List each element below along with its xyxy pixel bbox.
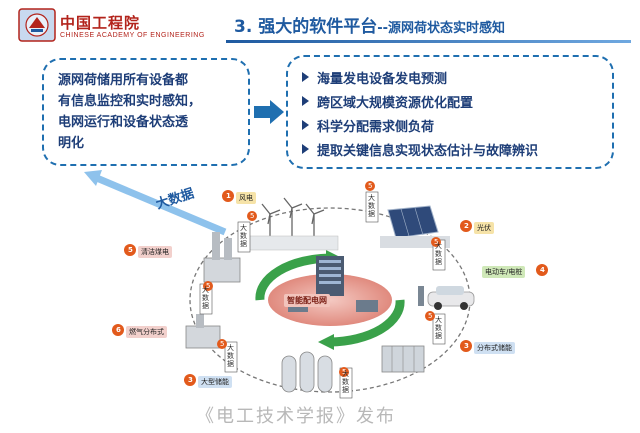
gas-plant-icon bbox=[185, 314, 221, 349]
capability-text: 跨区域大规模资源优化配置 bbox=[317, 95, 474, 111]
node-badges bbox=[112, 190, 548, 386]
org-name-en: CHINESE ACADEMY OF ENGINEERING bbox=[60, 32, 205, 39]
node-label-dist-storage: 分布式储能 bbox=[474, 342, 515, 354]
org-name-cn: 中国工程院 bbox=[60, 14, 141, 32]
bigdata-tag: 大数据 bbox=[240, 224, 247, 248]
academy-logo: 中国工程院 CHINESE ACADEMY OF ENGINEERING bbox=[18, 8, 218, 48]
bigdata-tag: 大数据 bbox=[435, 316, 442, 340]
node-badge-number: 3 bbox=[188, 376, 193, 384]
ring-badge-number: 5 bbox=[428, 312, 433, 320]
datacenter-building-icon bbox=[316, 256, 344, 296]
ring-badge-number: 5 bbox=[250, 212, 255, 220]
center-pad bbox=[268, 274, 392, 326]
node-label-coal: 清洁煤电 bbox=[138, 246, 172, 258]
coal-plant-icon bbox=[203, 232, 241, 283]
node-label-ev: 电动车/电桩 bbox=[482, 266, 526, 278]
bigdata-tag: 大数据 bbox=[227, 344, 234, 368]
ring-badge-number: 5 bbox=[206, 282, 211, 290]
storage-tank-icon bbox=[281, 351, 333, 393]
triangle-bullet-icon bbox=[302, 72, 309, 82]
capabilities-box: 海量发电设备发电预测 跨区域大规模资源优化配置 科学分配需求侧负荷 提取关键信息… bbox=[286, 55, 614, 169]
capability-item: 提取关键信息实现状态估计与故障辨识 bbox=[302, 137, 612, 161]
ring-badge-number: 5 bbox=[434, 238, 439, 246]
capability-item: 海量发电设备发电预测 bbox=[302, 65, 612, 89]
capability-item: 跨区域大规模资源优化配置 bbox=[302, 89, 612, 113]
capability-text: 提取关键信息实现状态估计与故障辨识 bbox=[317, 143, 539, 159]
ring-badge-number: 5 bbox=[368, 182, 373, 190]
ring-badge-number: 5 bbox=[220, 340, 225, 348]
green-cycle-arrow-icon bbox=[329, 299, 405, 347]
header-divider bbox=[226, 40, 631, 43]
monitoring-line: 电网运行和设备状态透 bbox=[58, 115, 189, 130]
triangle-bullet-icon bbox=[302, 96, 309, 106]
node-badge-number: 3 bbox=[464, 342, 469, 350]
page-title-main: 3. 强大的软件平台 bbox=[234, 17, 378, 37]
green-cycle-arrow-icon bbox=[255, 253, 331, 301]
monitoring-line: 源网荷储用所有设备都 bbox=[58, 73, 189, 88]
triangle-bullet-icon bbox=[302, 120, 309, 130]
page-title: 3. 强大的软件平台--源网荷状态实时感知 bbox=[234, 12, 505, 37]
node-label-gas: 燃气分布式 bbox=[126, 326, 167, 338]
node-badge-number: 1 bbox=[226, 192, 231, 200]
node-label-large-storage: 大型储能 bbox=[198, 376, 232, 388]
ring-badge-number: 5 bbox=[342, 368, 347, 376]
bigdata-arrowhead-icon bbox=[84, 170, 102, 186]
capability-text: 海量发电设备发电预测 bbox=[317, 71, 448, 87]
node-badge-number: 6 bbox=[116, 326, 121, 334]
bigdata-arrow bbox=[90, 172, 227, 236]
bigdata-tags bbox=[199, 191, 446, 399]
ring-badges bbox=[203, 181, 441, 377]
node-badge-number: 2 bbox=[464, 222, 469, 230]
bigdata-tag: 大数据 bbox=[342, 370, 349, 394]
electric-car-icon bbox=[418, 286, 475, 310]
battery-storage-icon bbox=[381, 345, 425, 373]
node-label-solar: 光伏 bbox=[474, 222, 494, 234]
page-title-sub: --源网荷状态实时感知 bbox=[377, 21, 506, 36]
bigdata-tag: 大数据 bbox=[202, 286, 209, 310]
publisher-watermark: 《电工技术学报》发布 bbox=[196, 406, 396, 427]
arrow-right-icon bbox=[254, 100, 284, 124]
node-label-wind: 风电 bbox=[236, 192, 256, 204]
node-badge-number: 4 bbox=[540, 266, 545, 274]
monitoring-line: 明化 bbox=[58, 136, 85, 151]
realtime-monitoring-box: 源网荷储用所有设备都 有信息监控和实时感知， 电网运行和设备状态透 明化 bbox=[42, 58, 250, 166]
bigdata-tag: 大数据 bbox=[368, 194, 375, 218]
academy-emblem-icon bbox=[18, 8, 56, 42]
node-badge-number: 5 bbox=[128, 246, 133, 254]
center-label: 智能配电网 bbox=[284, 294, 330, 307]
bigdata-tag: 大数据 bbox=[435, 242, 442, 266]
capability-text: 科学分配需求侧负荷 bbox=[317, 119, 435, 135]
monitoring-line: 有信息监控和实时感知， bbox=[58, 94, 202, 109]
capability-item: 科学分配需求侧负荷 bbox=[302, 113, 612, 137]
triangle-bullet-icon bbox=[302, 144, 309, 154]
